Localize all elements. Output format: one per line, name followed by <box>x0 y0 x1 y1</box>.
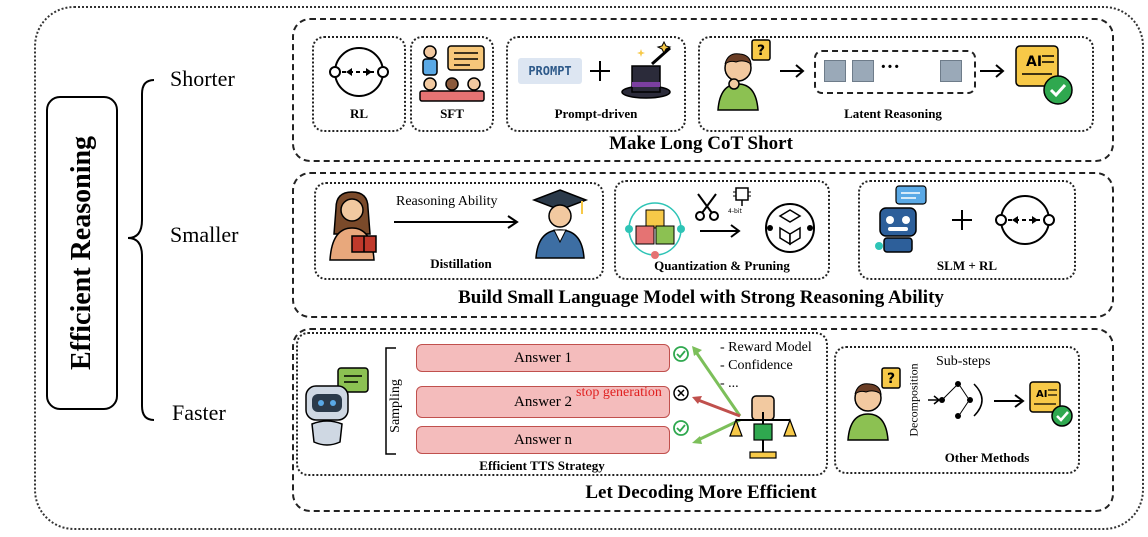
classroom-icon <box>419 45 485 102</box>
ai-answer-icon: AI <box>1015 45 1073 105</box>
svg-text:AI: AI <box>1026 54 1042 70</box>
prompt-badge: PROMPT <box>518 58 582 84</box>
chip-icon <box>733 187 751 206</box>
check-icon-n <box>673 420 689 436</box>
robot-icon <box>875 185 927 253</box>
quant-pruning-label: Quantization & Pruning <box>654 258 790 273</box>
rl-loop-icon-slm <box>995 195 1055 245</box>
latent-card: ? ··· AI Latent Reasoning <box>698 36 1094 132</box>
slm-rl-card: SLM + RL <box>858 180 1076 280</box>
chat-robot-icon <box>305 367 369 446</box>
rl-loop-icon <box>329 47 389 97</box>
quant-arrow <box>700 224 741 238</box>
distillation-card: Reasoning Ability Distillation <box>314 182 604 280</box>
branch-faster: Faster <box>172 400 226 425</box>
ai-answer-icon-2: AI <box>1029 381 1073 427</box>
branch-brace <box>127 79 155 421</box>
smaller-section-title: Build Small Language Model with Strong R… <box>458 287 944 308</box>
latent-node-1 <box>824 60 846 82</box>
prompt-card: PROMPT Prompt-driven <box>506 36 686 132</box>
answer-2: Answer 2 <box>416 386 670 418</box>
scissors-icon <box>695 193 719 221</box>
answer-1: Answer 1 <box>416 344 670 372</box>
latent-node-2 <box>852 60 874 82</box>
branch-smaller: Smaller <box>170 222 239 247</box>
stop-generation-label: stop generation <box>576 385 662 400</box>
svg-text:AI: AI <box>1036 389 1047 400</box>
shorter-section <box>292 18 1114 162</box>
latent-arrow-right <box>980 64 1005 78</box>
criteria-more: - ... <box>720 376 739 391</box>
decomposition-label: Decomposition <box>906 363 921 437</box>
root-label: Efficient Reasoning <box>66 135 97 371</box>
branch-shorter: Shorter <box>170 66 235 91</box>
rl-card: RL <box>312 36 406 132</box>
distillation-arrow <box>394 215 519 229</box>
prompt-driven-label: Prompt-driven <box>554 106 638 121</box>
student-icon <box>531 189 589 259</box>
cross-icon <box>673 385 689 401</box>
latent-dots: ··· <box>880 56 901 78</box>
latent-arrow-left <box>780 64 805 78</box>
latent-node-3 <box>940 60 962 82</box>
reasoning-ability-label: Reasoning Ability <box>396 194 498 209</box>
tts-strategy-label: Efficient TTS Strategy <box>479 458 605 473</box>
selection-arrows <box>692 346 742 444</box>
plus-icon <box>590 61 610 81</box>
chip-label: 4-bit <box>728 208 742 215</box>
plus-icon-slm <box>952 210 972 230</box>
svg-text:?: ? <box>887 371 895 387</box>
latent-reasoning-label: Latent Reasoning <box>844 106 942 121</box>
shorter-section-title: Make Long CoT Short <box>609 133 793 154</box>
criteria-reward: - Reward Model <box>720 340 812 355</box>
rl-label: RL <box>349 106 369 121</box>
slm-rl-label: SLM + RL <box>936 258 998 273</box>
faster-section-title: Let Decoding More Efficient <box>585 482 817 503</box>
other-methods-label: Other Methods <box>944 450 1030 465</box>
svg-text:?: ? <box>757 43 765 59</box>
compressed-model-icon <box>765 203 815 253</box>
other-methods-card: ? Decomposition Sub-steps AI Other Metho… <box>834 346 1080 474</box>
sub-steps-graph <box>928 381 983 419</box>
thinking-person-icon-2: ? <box>847 367 901 441</box>
faster-section <box>292 328 1114 512</box>
sft-label: SFT <box>440 106 464 121</box>
other-arrow <box>994 394 1025 408</box>
latent-steps-box <box>814 50 976 94</box>
judge-scale-icon <box>729 395 797 459</box>
teacher-icon <box>329 191 377 261</box>
magic-hat-icon <box>621 40 672 99</box>
thinking-person-icon: ? <box>717 39 771 111</box>
tts-card: Sampling Answer 1 Answer 2 stop generati… <box>296 332 828 476</box>
smaller-section <box>292 172 1114 318</box>
distillation-label: Distillation <box>430 256 492 271</box>
check-icon-1 <box>673 346 689 362</box>
root-label-box: Efficient Reasoning <box>46 96 118 410</box>
sub-steps-label: Sub-steps <box>936 354 991 369</box>
model-cubes-icon <box>625 202 685 259</box>
sft-card: SFT <box>410 36 494 132</box>
answer-n: Answer n <box>416 426 670 454</box>
quant-card: 4-bit Quantization & Pruning <box>614 180 830 280</box>
outer-container <box>34 6 1144 530</box>
sampling-bracket <box>385 347 396 455</box>
criteria-confidence: - Confidence <box>720 358 793 373</box>
sampling-label: Sampling <box>388 379 403 433</box>
